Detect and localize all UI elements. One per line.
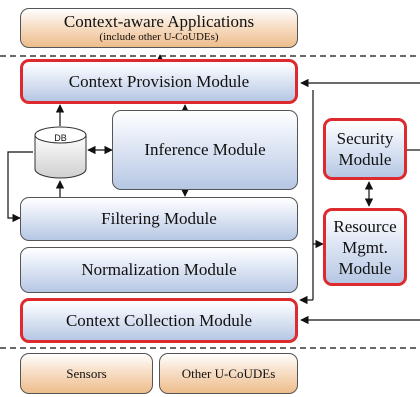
other-u-coudes-label: Other U-CoUDEs xyxy=(181,365,276,381)
context-collection-label: Context Collection Module xyxy=(65,310,253,330)
context-collection-module: Context Collection Module xyxy=(20,298,298,343)
resource-label-line-3: Module xyxy=(338,258,392,278)
context-aware-applications-box: Context-aware Applications (include othe… xyxy=(20,8,298,48)
other-u-coudes-box: Other U-CoUDEs xyxy=(159,353,298,394)
apps-subtitle: (include other U-CoUDEs) xyxy=(99,30,219,43)
resource-label-line-2: Mgmt. xyxy=(342,237,388,257)
filtering-label: Filtering Module xyxy=(101,209,217,229)
resource-label-line-1: Resource xyxy=(333,216,397,236)
normalization-label: Normalization Module xyxy=(81,260,237,280)
context-provision-label: Context Provision Module xyxy=(68,71,250,91)
database-cylinder: DB xyxy=(33,125,88,180)
loop-provision-db-filtering xyxy=(7,151,33,223)
database-icon xyxy=(34,126,87,179)
inference-label: Inference Module xyxy=(144,140,266,160)
db-label: DB xyxy=(54,133,67,143)
apps-title: Context-aware Applications xyxy=(63,11,255,31)
normalization-module: Normalization Module xyxy=(20,247,298,293)
security-label-line-1: Security xyxy=(336,129,394,148)
inference-module: Inference Module xyxy=(112,110,298,190)
filtering-module: Filtering Module xyxy=(20,197,298,241)
security-label-line-2: Module xyxy=(338,150,392,169)
resource-management-module: Resource Mgmt. Module xyxy=(323,208,407,286)
sensors-label: Sensors xyxy=(66,365,107,381)
sensors-box: Sensors xyxy=(20,353,153,394)
context-provision-module: Context Provision Module xyxy=(20,59,298,104)
security-module: Security Module xyxy=(323,118,407,180)
